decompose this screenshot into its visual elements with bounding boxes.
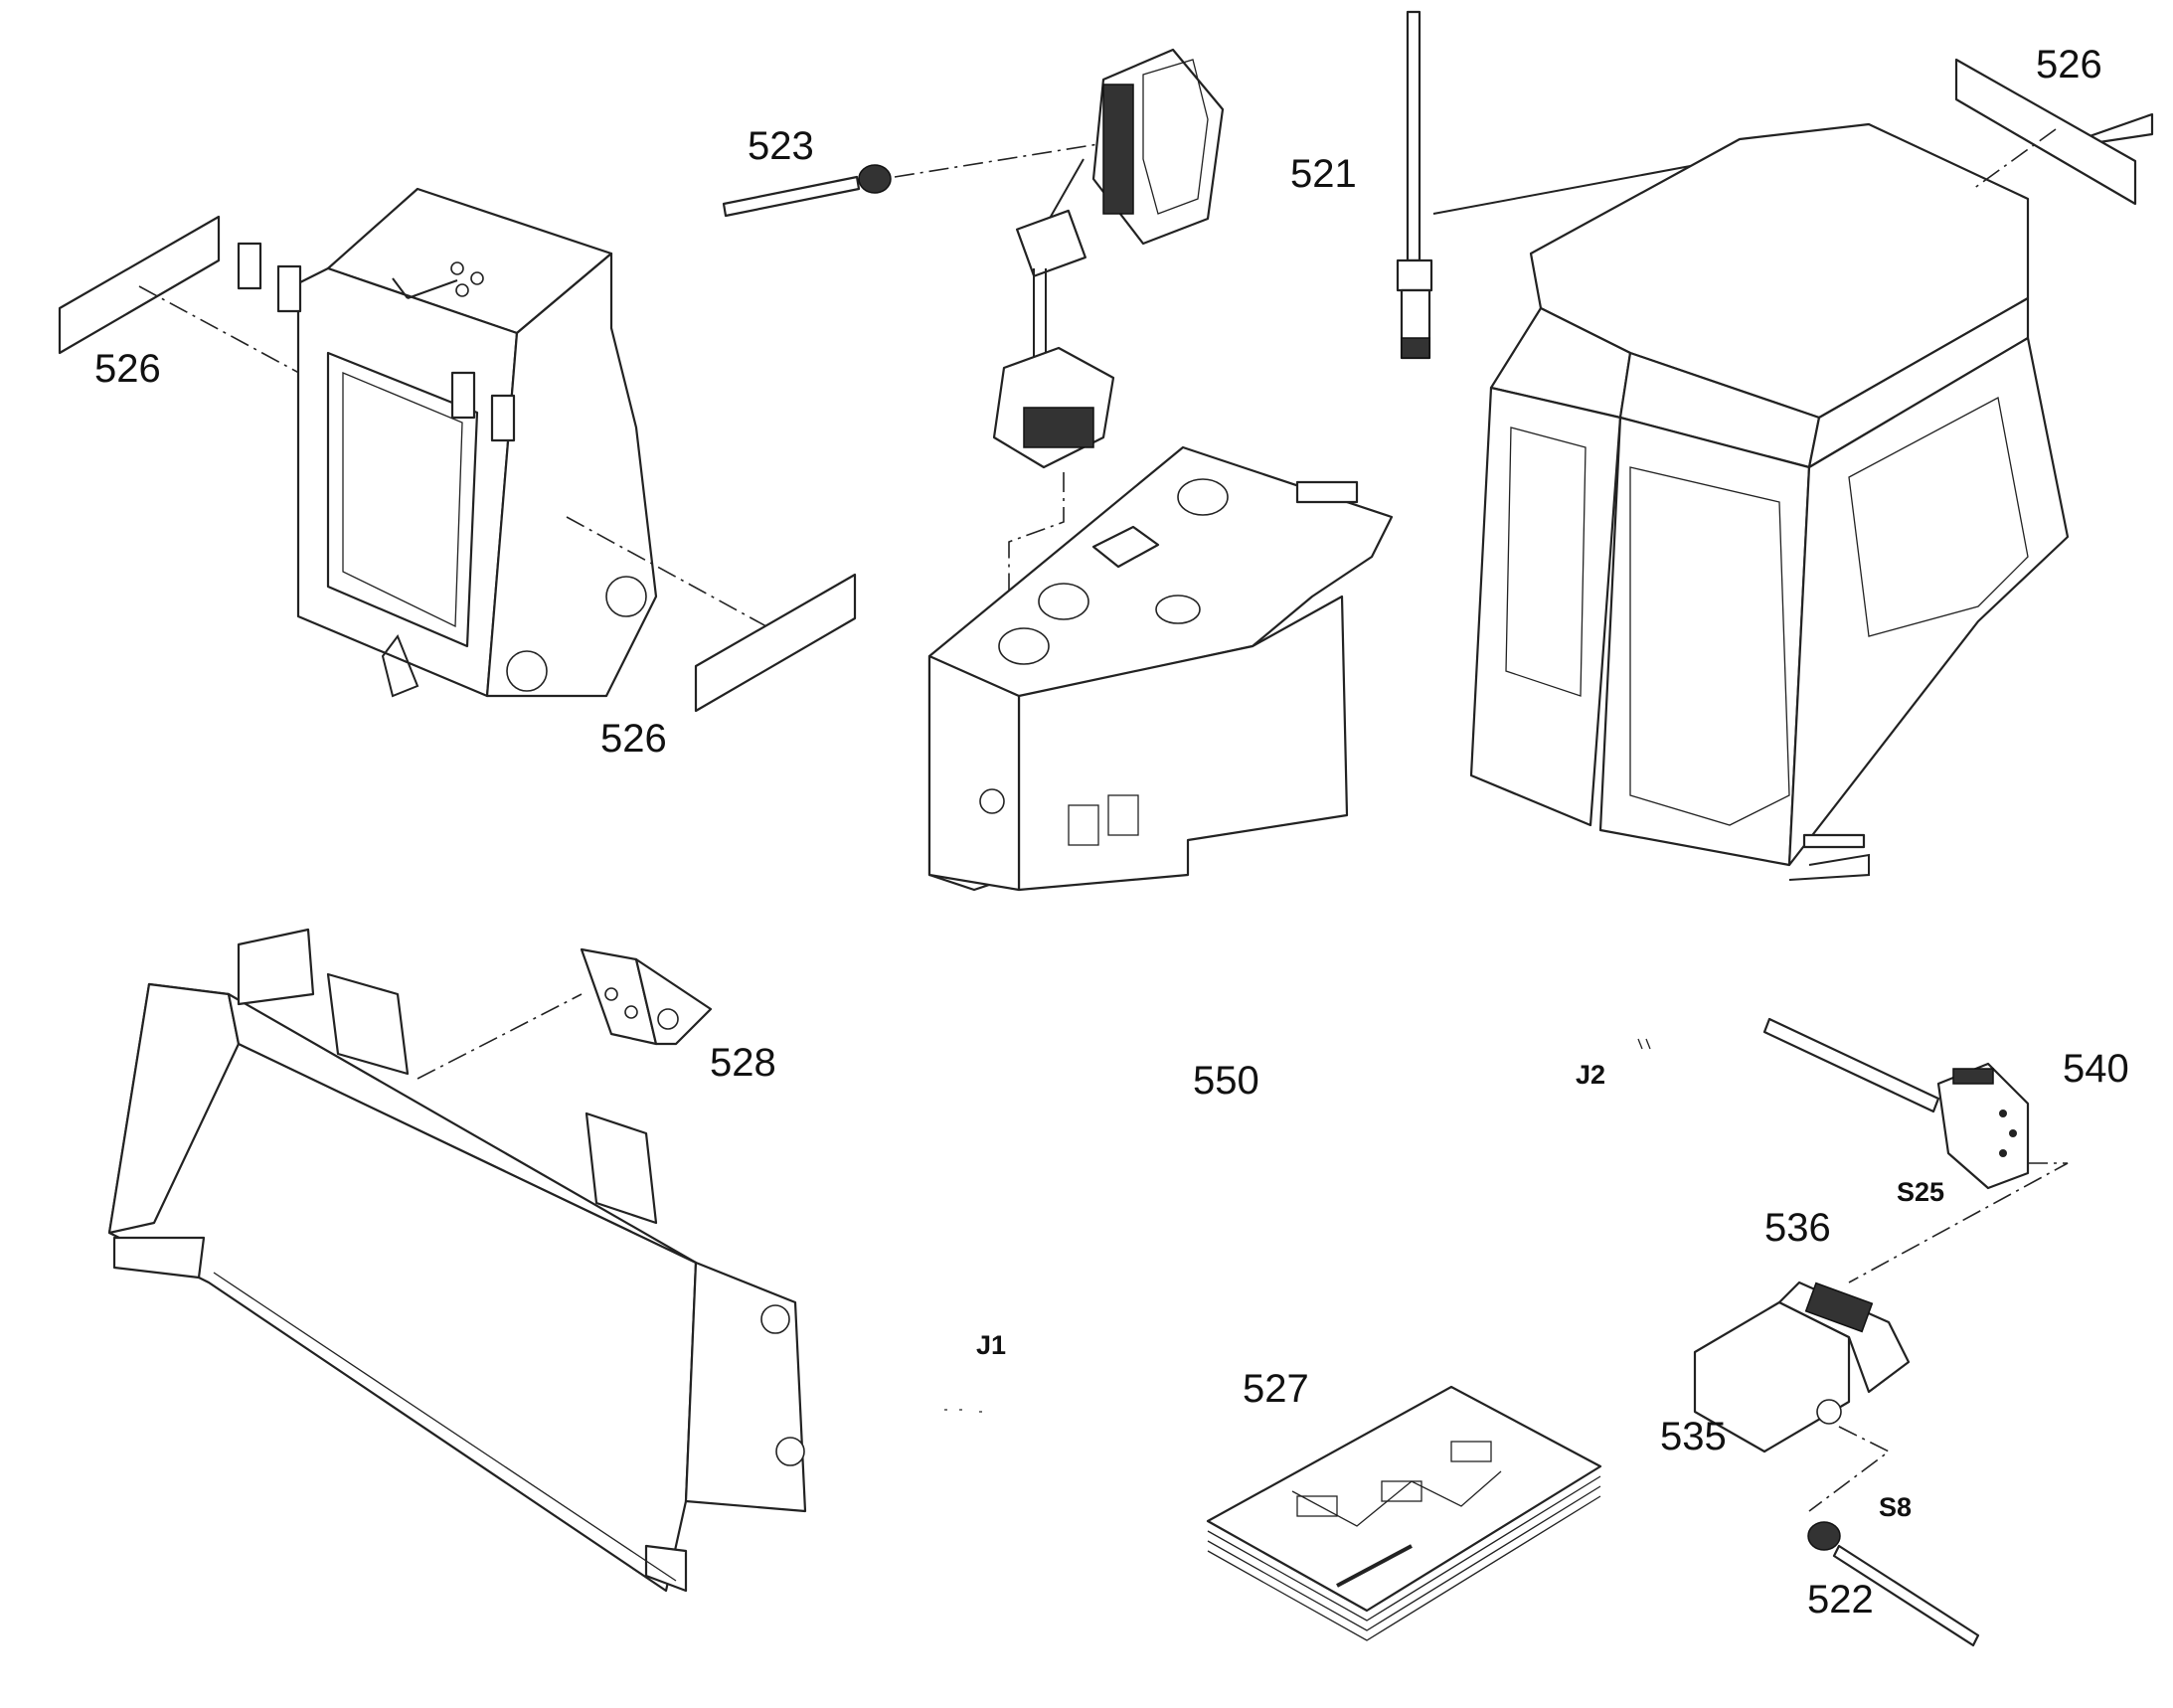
label-526-right: 526 xyxy=(2036,43,2102,86)
label-535: 535 xyxy=(1660,1415,1727,1458)
part-cab xyxy=(1469,112,2154,881)
label-526-middle: 526 xyxy=(600,717,667,761)
part-526-decal-middle xyxy=(694,573,857,713)
part-535-module xyxy=(1693,1281,1911,1512)
label-s8: S8 xyxy=(1879,1492,1912,1522)
part-550-console xyxy=(927,445,1394,892)
part-522-cable xyxy=(1807,1521,1980,1647)
label-523: 523 xyxy=(748,124,814,168)
part-display-mount xyxy=(992,48,1225,626)
label-526-left: 526 xyxy=(94,347,161,391)
label-528: 528 xyxy=(710,1041,776,1085)
part-528-bracket xyxy=(580,947,713,1046)
part-blade xyxy=(107,928,807,1593)
part-521-antenna xyxy=(1396,10,1713,360)
label-536: 536 xyxy=(1764,1206,1831,1250)
label-540: 540 xyxy=(2063,1047,2129,1091)
part-526-decal-left xyxy=(58,215,309,379)
part-527-manual xyxy=(1206,1385,1602,1641)
label-527: 527 xyxy=(1243,1367,1309,1411)
part-523-pin xyxy=(722,143,1099,218)
part-frame-tower xyxy=(237,187,776,698)
label-s25: S25 xyxy=(1897,1177,1944,1207)
label-550: 550 xyxy=(1193,1059,1259,1103)
label-j1: J1 xyxy=(976,1330,1006,1360)
part-540-harness xyxy=(1762,1017,2069,1283)
label-j2: J2 xyxy=(1576,1060,1605,1090)
part-526-decal-right xyxy=(1954,58,2137,206)
label-522: 522 xyxy=(1807,1578,1874,1622)
label-521: 521 xyxy=(1290,152,1357,196)
